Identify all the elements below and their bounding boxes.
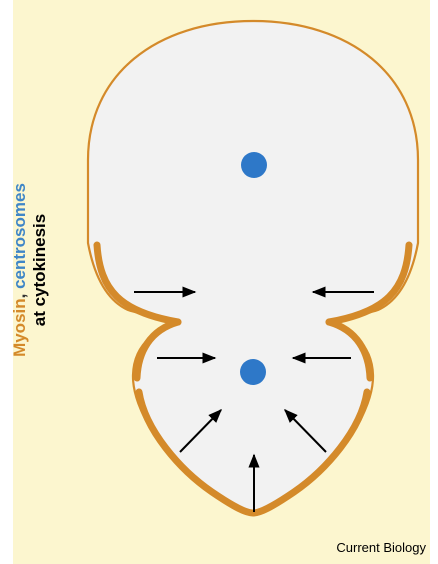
cell-outline (88, 21, 418, 515)
title-subtitle: at cytokinesis (30, 183, 50, 357)
title-separator: , (10, 294, 29, 299)
centrosome-lower (240, 359, 266, 385)
title-centrosomes: centrosomes (10, 183, 29, 289)
centrosome-upper (241, 152, 267, 178)
journal-credit: Current Biology (336, 540, 426, 555)
title-myosin: Myosin (10, 298, 29, 357)
figure-title: Myosin, centrosomes at cytokinesis (10, 183, 50, 357)
